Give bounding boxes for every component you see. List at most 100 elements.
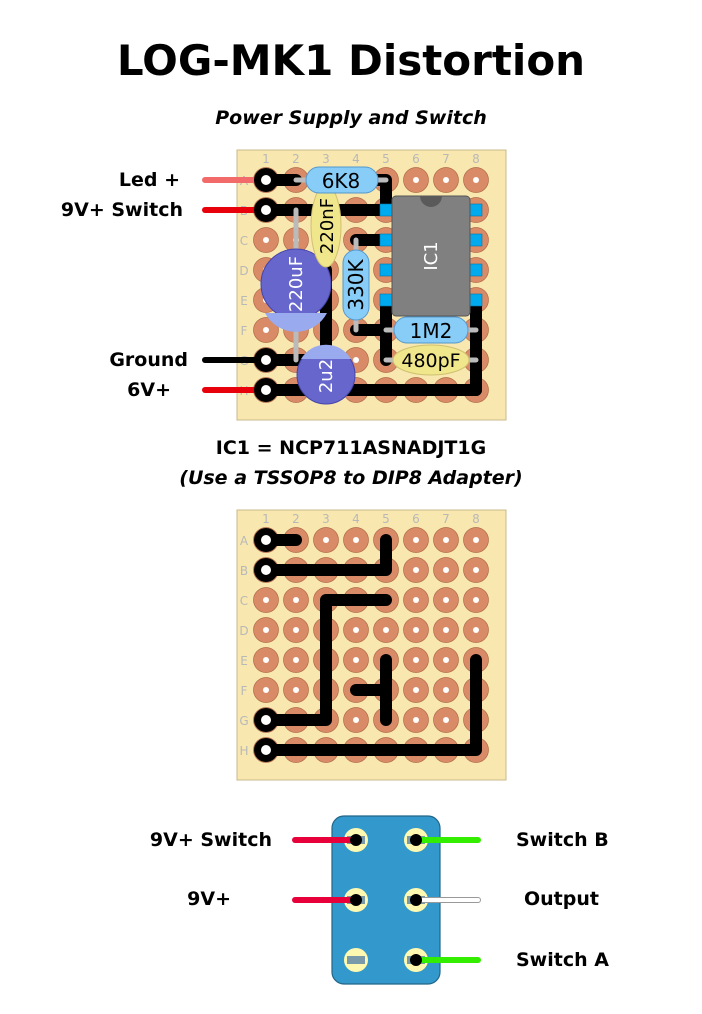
bottom-board-row-label: H xyxy=(239,744,248,758)
ic-pin xyxy=(469,263,483,277)
bottom-board-row-label: A xyxy=(240,534,249,548)
label-ground: Ground xyxy=(109,349,188,371)
res-330k-label: 330K xyxy=(344,258,368,310)
bottom-board-hole xyxy=(413,657,419,663)
label-switch-b: Switch B xyxy=(516,829,609,851)
bottom-board-hole xyxy=(263,687,269,693)
bb-terminal-h-hole xyxy=(261,745,271,755)
bottom-board-row-label: B xyxy=(240,564,248,578)
res-1m2-label: 1M2 xyxy=(410,319,453,343)
bottom-board-hole xyxy=(263,627,269,633)
top-board-hole xyxy=(473,177,479,183)
res-6k8-label: 6K8 xyxy=(322,169,361,193)
switch-solder-point xyxy=(410,894,422,906)
top-board-col-label: 6 xyxy=(412,152,420,166)
top-board-row-label: E xyxy=(240,294,248,308)
bottom-board-hole xyxy=(443,687,449,693)
top-board-hole xyxy=(353,357,359,363)
top-board-col-label: 7 xyxy=(442,152,450,166)
ic-pin xyxy=(469,233,483,247)
bottom-board-hole xyxy=(263,597,269,603)
bottom-board-hole xyxy=(293,657,299,663)
bb-terminal-g-hole xyxy=(261,715,271,725)
cap-480pf-body xyxy=(392,344,470,376)
bottom-board-row-label: E xyxy=(240,654,248,668)
bottom-board-hole xyxy=(443,717,449,723)
cap-220nf-label: 220nF xyxy=(317,198,338,254)
top-board-row-label: C xyxy=(240,234,248,248)
res-6k8-body xyxy=(305,166,379,194)
top-board-row-label: D xyxy=(239,264,248,278)
bottom-board-hole xyxy=(353,627,359,633)
cap-2u2-label: 2u2 xyxy=(316,359,337,393)
bottom-board-hole xyxy=(413,597,419,603)
bottom-board-hole xyxy=(323,537,329,543)
cap-220uf-label: 220uF xyxy=(286,256,307,312)
cap-2u2-stripe xyxy=(301,344,351,359)
switch-solder-point xyxy=(350,894,362,906)
bottom-board-hole xyxy=(383,627,389,633)
top-board-col-label: 2 xyxy=(292,152,300,166)
switch-solder-point xyxy=(410,834,422,846)
label-switch-9v-switch: 9V+ Switch xyxy=(149,829,272,851)
bottom-board-hole xyxy=(473,567,479,573)
res-330k-body xyxy=(342,249,370,321)
top-board-col-label: 4 xyxy=(352,152,360,166)
bottom-board-col-label: 6 xyxy=(412,512,420,526)
bottom-board-row-label: C xyxy=(240,594,248,608)
bottom-board-col-label: 8 xyxy=(472,512,480,526)
top-board-col-label: 3 xyxy=(322,152,330,166)
cap-220uf-stripe xyxy=(265,313,327,332)
bottom-board-hole xyxy=(293,687,299,693)
top-board-hole xyxy=(413,177,419,183)
label-output: Output xyxy=(524,888,599,910)
bottom-board-hole xyxy=(473,537,479,543)
top-board-col-label: 1 xyxy=(262,152,270,166)
ic-pin xyxy=(379,203,393,217)
ic-pin xyxy=(379,293,393,307)
bottom-board-col-label: 7 xyxy=(442,512,450,526)
res-1m2-body xyxy=(393,316,469,344)
bb-trace-h xyxy=(260,654,482,756)
top-board-hole xyxy=(263,327,269,333)
terminal-b-hole xyxy=(261,205,271,215)
terminal-a-hole xyxy=(261,175,271,185)
ic-pin xyxy=(379,233,393,247)
top-board-hole xyxy=(263,237,269,243)
label-switch-a: Switch A xyxy=(516,949,609,971)
terminal-g-hole xyxy=(261,355,271,365)
bottom-board-hole xyxy=(443,657,449,663)
cap-480pf-label: 480pF xyxy=(401,350,460,372)
bottom-board-hole xyxy=(443,567,449,573)
bottom-board-row-label: D xyxy=(239,624,248,638)
bottom-board-hole xyxy=(473,627,479,633)
ic-pin xyxy=(469,293,483,307)
ic-pin xyxy=(379,263,393,277)
switch-solder-point xyxy=(350,834,362,846)
bb-trace-c-g xyxy=(260,594,392,726)
switch-solder-point xyxy=(410,954,422,966)
bottom-board-hole xyxy=(443,597,449,603)
bottom-board-col-label: 1 xyxy=(262,512,270,526)
bottom-board-col-label: 2 xyxy=(292,512,300,526)
bottom-board-hole xyxy=(263,657,269,663)
top-board-row-label: F xyxy=(241,324,248,338)
bottom-board-substrate xyxy=(236,509,507,781)
ic-adapter-note: (Use a TSSOP8 to DIP8 Adapter) xyxy=(179,467,523,489)
bottom-board-col-label: 5 xyxy=(382,512,390,526)
bottom-board-hole xyxy=(413,627,419,633)
ic-label: IC1 xyxy=(421,241,442,270)
bottom-board-hole xyxy=(443,537,449,543)
section-subtitle: Power Supply and Switch xyxy=(215,107,487,129)
bottom-board-row-label: G xyxy=(239,714,248,728)
bottom-board-col-label: 4 xyxy=(352,512,360,526)
switch-lug-slot xyxy=(347,956,365,964)
bottom-board-hole xyxy=(413,717,419,723)
bottom-board-col-label: 3 xyxy=(322,512,330,526)
page-title: LOG-MK1 Distortion xyxy=(116,36,586,85)
bottom-board-hole xyxy=(443,627,449,633)
bb-terminal-b-hole xyxy=(261,565,271,575)
terminal-h-hole xyxy=(261,385,271,395)
top-board-col-label: 5 xyxy=(382,152,390,166)
